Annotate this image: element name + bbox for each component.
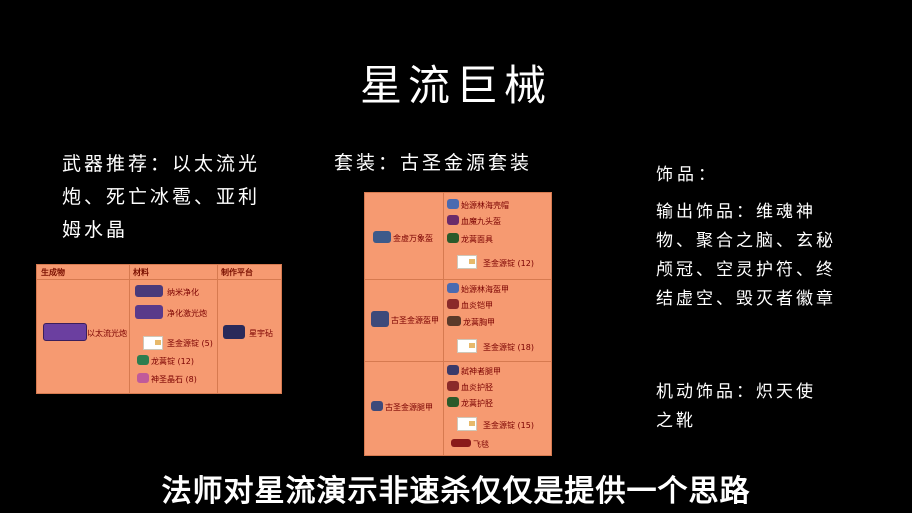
nano-purifier-icon (135, 285, 163, 297)
header-materials: 材料 (133, 268, 149, 277)
ingot-icon (457, 255, 477, 269)
column-divider (443, 193, 444, 455)
armor-material: 始源林海壳帽 (461, 201, 509, 210)
row-divider (365, 279, 551, 280)
material-item: 龙蒿锭 (12) (151, 357, 194, 366)
accessories-title: 饰品： (656, 165, 719, 185)
armor-product: 金虚万象盔 (393, 234, 433, 243)
ingot-icon (457, 339, 477, 353)
material-icon (447, 215, 459, 225)
header-product: 生成物 (41, 268, 65, 277)
armor-material: 圣金源锭 (12) (483, 259, 534, 268)
material-item: 神圣晶石 (8) (151, 375, 197, 384)
material-icon (447, 316, 461, 326)
product-name: 以太流光炮 (87, 329, 127, 338)
column-divider (217, 265, 218, 393)
armor-material: 圣金源锭 (18) (483, 343, 534, 352)
armor-product: 古圣金源腿甲 (385, 403, 433, 412)
armor-material: 龙蒿面具 (461, 235, 493, 244)
recipe-table: 生成物 材料 制作平台 以太流光炮 纳米净化 净化激光炮 圣金源锭 (5) 龙蒿… (36, 264, 282, 394)
armor-material: 血炎护胫 (461, 383, 493, 392)
row-divider (365, 361, 551, 362)
header-divider (37, 279, 281, 280)
leggings-icon (371, 401, 383, 411)
anvil-icon (223, 325, 245, 339)
armor-material: 始源林海盔甲 (461, 285, 509, 294)
column-divider (129, 265, 130, 393)
helmet-icon (373, 231, 391, 243)
weapon-recommendation: 武器推荐：以太流光炮、死亡冰雹、亚利姆水晶 (62, 153, 261, 241)
armor-material: 血魔九头盔 (461, 217, 501, 226)
material-icon (447, 365, 459, 375)
output-accessories: 输出饰品：维魂神物、聚合之脑、玄秘颅冠、空灵护符、终结虚空、毁灭者徽章 (656, 202, 836, 309)
station-name: 星宇砧 (249, 329, 273, 338)
armor-product: 古圣金源盔甲 (391, 316, 439, 325)
armor-material: 血炎铠甲 (461, 301, 493, 310)
video-subtitle: 法师对星流演示非速杀仅仅是提供一个思路 (161, 474, 751, 509)
material-icon (447, 299, 459, 309)
armor-material: 圣金源锭 (15) (483, 421, 534, 430)
armor-material: 龙蒿护胫 (461, 399, 493, 408)
material-icon (447, 381, 459, 391)
ingot-icon (457, 417, 477, 431)
armor-material: 龙蒿胸甲 (463, 318, 495, 327)
page-title: 星流巨械 (359, 61, 552, 110)
aether-cannon-icon (43, 323, 87, 341)
header-station: 制作平台 (221, 268, 253, 277)
armor-set-table: 金虚万象盔 始源林海壳帽 血魔九头盔 龙蒿面具 圣金源锭 (12) 古圣金源盔甲… (364, 192, 552, 456)
material-item: 纳米净化 (167, 288, 199, 297)
material-icon (447, 233, 459, 243)
chestplate-icon (371, 311, 389, 327)
material-icon (447, 397, 459, 407)
armor-material: 弑神者腿甲 (461, 367, 501, 376)
material-item: 净化激光炮 (167, 309, 207, 318)
material-icon (447, 199, 459, 209)
mobility-accessories: 机动饰品：炽天使之靴 (656, 382, 816, 431)
ingot-icon (143, 336, 163, 350)
material-item: 圣金源锭 (5) (167, 339, 213, 348)
armor-material: 飞毯 (473, 440, 489, 449)
armor-set-label: 套装：古圣金源套装 (334, 152, 533, 174)
material-icon (447, 283, 459, 293)
divine-crystal-icon (137, 373, 149, 383)
flying-carpet-icon (451, 439, 471, 447)
tarragon-bar-icon (137, 355, 149, 365)
purge-laser-icon (135, 305, 163, 319)
